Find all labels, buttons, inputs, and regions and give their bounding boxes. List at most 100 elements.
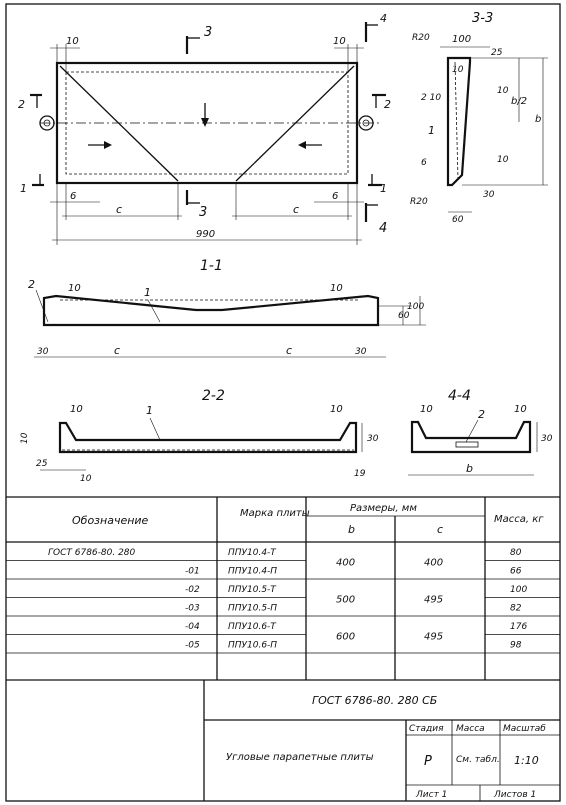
header-designation: Обозначение <box>72 514 149 527</box>
section-1-1: 1-1 2 1 10 10 60 100 30 c c 30 <box>28 258 426 358</box>
section-label: 2 <box>18 98 25 111</box>
dim-label: 10 <box>330 404 343 415</box>
callout-label: 1 <box>428 124 435 137</box>
dim-label: 6 <box>70 191 76 202</box>
cell-b: 500 <box>336 595 355 606</box>
cell-designation: ГОСТ 6786-80. 280 <box>48 548 136 558</box>
dim-label: R20 <box>410 197 428 207</box>
section-title: 1-1 <box>200 258 223 274</box>
section-3-3-rebar <box>454 61 459 181</box>
rib-left <box>59 65 179 182</box>
callout-label: 2 <box>478 408 485 421</box>
section-label: 3 <box>199 205 207 220</box>
mass-value: См. табл. <box>456 755 500 765</box>
scale-label: Масштаб <box>503 724 546 734</box>
mass-label: Масса <box>456 724 485 734</box>
leader-line <box>147 299 161 323</box>
cell-mark: ППУ10.5-П <box>228 604 277 614</box>
cell-designation: -03 <box>185 604 200 614</box>
dim-label: 30 <box>483 190 495 200</box>
plan-view: 10 10 3 3 4 4 2 2 1 1 <box>18 12 391 245</box>
dim-label: 60 <box>452 215 464 225</box>
dim-label: c <box>286 344 292 357</box>
drawing-name: Угловые парапетные плиты <box>226 752 374 763</box>
section-label: 1 <box>20 182 27 195</box>
dim-label: 60 <box>398 311 410 321</box>
cell-designation: -01 <box>185 567 200 577</box>
cell-b: 400 <box>336 558 355 569</box>
section-3-3-profile <box>446 56 472 187</box>
dim-label: c <box>114 344 120 357</box>
cell-b: 600 <box>336 632 355 643</box>
callout-label: 1 <box>146 404 153 417</box>
dim-label: 10 <box>80 474 92 484</box>
cell-designation: -05 <box>185 641 200 651</box>
section-3-3: 3-3 R20 100 25 b b/2 10 10 2 10 10 6 1 R… <box>410 11 548 225</box>
cell-mass: 100 <box>510 585 527 595</box>
cell-designation: -04 <box>185 622 200 632</box>
slope-arrow-top-head <box>201 118 209 127</box>
leader-line <box>35 289 49 323</box>
cell-c: 400 <box>424 558 443 569</box>
stage-value: Р <box>424 754 432 769</box>
section-label: 4 <box>379 221 387 236</box>
dim-label: b <box>535 114 541 125</box>
dim-label: 19 <box>354 469 366 479</box>
cell-mark: ППУ10.6-П <box>228 641 277 651</box>
dim-label: b/2 <box>511 96 527 107</box>
cell-mass: 80 <box>510 548 522 558</box>
dim-label: 25 <box>36 459 48 469</box>
scale-value: 1:10 <box>514 754 539 767</box>
dim-label: 10 <box>514 404 527 415</box>
cell-mass: 176 <box>510 622 527 632</box>
dim-label: 10 <box>20 432 30 444</box>
title-block: ГОСТ 6786-80. 280 СБ Угловые парапетные … <box>6 679 560 801</box>
cell-c: 495 <box>424 632 443 643</box>
cell-mass: 66 <box>510 567 522 577</box>
lifting-loop-left <box>39 115 55 131</box>
lifting-loop-right <box>358 115 374 131</box>
dim-label: 6 <box>421 158 427 168</box>
section-label: 3 <box>204 25 212 40</box>
section-label: 4 <box>380 12 387 25</box>
header-mark-text: Марка плиты <box>240 508 310 519</box>
lifting-loop-right-inner <box>362 119 370 127</box>
dim-label: 2 10 <box>421 93 441 103</box>
sheets-label: Листов 1 <box>493 790 536 800</box>
lifting-loop-left-inner <box>43 119 51 127</box>
dim-label: 10 <box>497 155 509 165</box>
section-label: 2 <box>384 98 391 111</box>
plate-outline <box>55 61 359 185</box>
cell-mass: 98 <box>510 641 522 651</box>
slope-arrow-right-head <box>298 141 306 149</box>
dim-label: 10 <box>66 36 79 47</box>
cell-mark: ППУ10.4-П <box>228 567 277 577</box>
section-1-1-profile <box>42 294 380 327</box>
dim-label: 10 <box>68 283 81 294</box>
stage-label: Стадия <box>409 724 444 734</box>
callout-label: 2 <box>28 278 35 291</box>
doc-code: ГОСТ 6786-80. 280 СБ <box>312 694 437 707</box>
cell-mark: ППУ10.6-Т <box>228 622 277 632</box>
section-2-2-profile <box>58 421 358 454</box>
dim-label: 30 <box>355 347 367 357</box>
dim-label: 10 <box>333 36 346 47</box>
dim-label: 100 <box>452 34 471 45</box>
cell-designation: -02 <box>185 585 200 595</box>
spec-table: Обозначение Марка плиты Размеры, мм b c … <box>6 496 560 680</box>
cell-c: 495 <box>424 595 443 606</box>
dim-label: c <box>293 203 299 216</box>
dim-label: 10 <box>452 65 464 75</box>
embedded-part <box>455 441 479 448</box>
header-mark: Марка плиты <box>240 508 310 519</box>
dim-label: 990 <box>196 229 215 240</box>
dim-label: 6 <box>332 191 338 202</box>
dim-label: b <box>466 462 473 475</box>
header-sizes: Размеры, мм <box>350 503 417 514</box>
section-label: 1 <box>380 182 387 195</box>
section-4-4-profile <box>410 420 532 454</box>
dim-label: 30 <box>541 434 553 444</box>
dim-label: 30 <box>367 434 379 444</box>
